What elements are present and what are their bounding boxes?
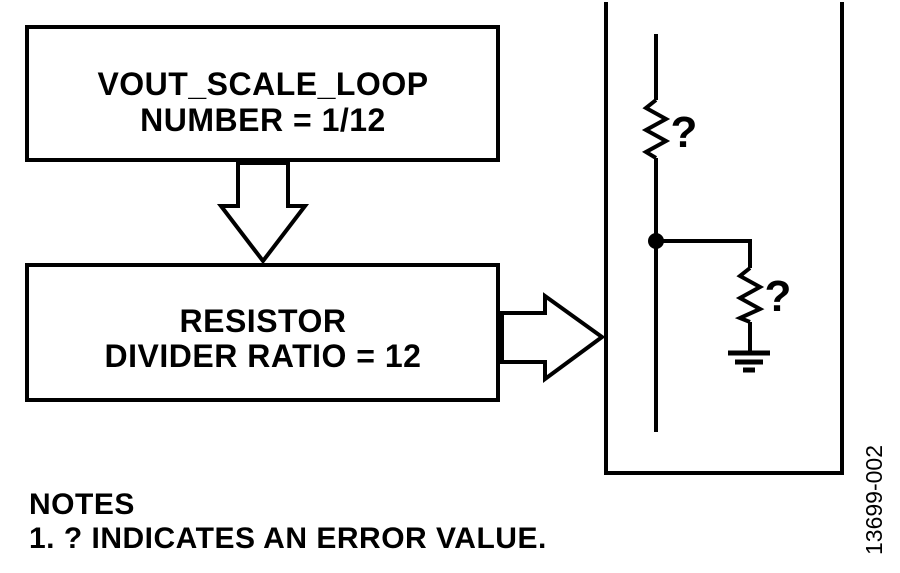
vout-scale-loop-box (25, 25, 500, 162)
circuit-panel-border (604, 2, 844, 475)
resistor-divider-label-line2: DIVIDER RATIO = 12 (105, 338, 422, 374)
figure-number: 13699-002 (861, 445, 887, 555)
notes-line1: 1. ? INDICATES AN ERROR VALUE. (29, 522, 547, 555)
flow-box-vout-scale-loop: VOUT_SCALE_LOOP NUMBER = 1/12 (25, 25, 500, 162)
circuit-panel: ? ? (604, 2, 844, 475)
wire-branch (656, 239, 752, 268)
resistor-top-icon (641, 98, 671, 160)
vout-scale-loop-label-line2: NUMBER = 1/12 (140, 102, 386, 138)
notes-block: NOTES 1. ? INDICATES AN ERROR VALUE. (29, 488, 547, 555)
resistor-bottom-icon (734, 266, 765, 324)
down-arrow-icon (216, 161, 310, 265)
ground-icon (728, 350, 770, 373)
flow-box-resistor-divider: RESISTOR DIVIDER RATIO = 12 (25, 263, 500, 402)
right-arrow-icon (500, 292, 606, 383)
notes-title: NOTES (29, 488, 135, 521)
top-resistor-error-label: ? (671, 108, 698, 157)
bottom-resistor-error-label: ? (765, 272, 792, 321)
vout-scale-loop-label-line1: VOUT_SCALE_LOOP (97, 66, 428, 102)
resistor-divider-label-line1: RESISTOR (180, 303, 347, 339)
resistor-divider-box (25, 263, 500, 402)
